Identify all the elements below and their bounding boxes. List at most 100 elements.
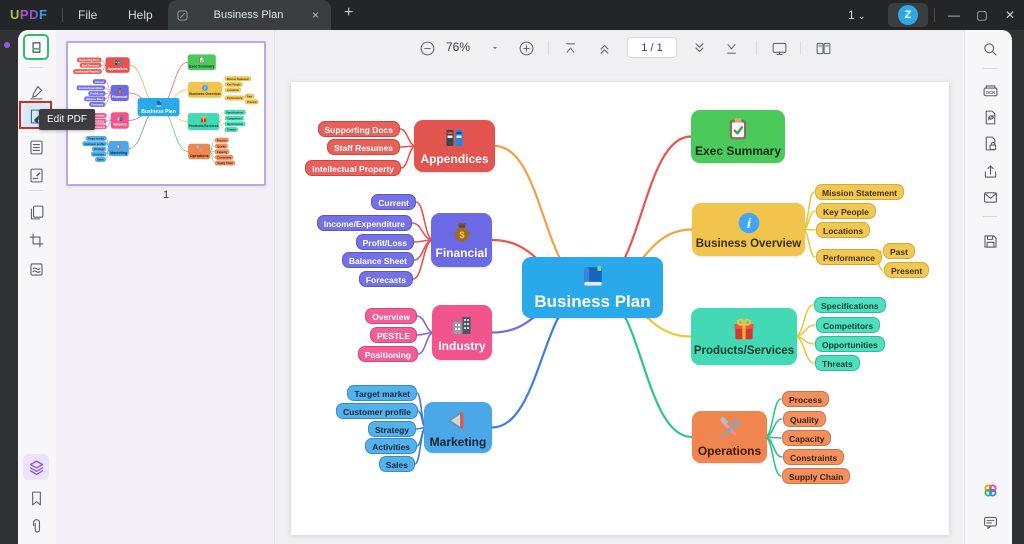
mindmap-subnode[interactable]: Specifications [224, 109, 246, 115]
mindmap-node-marketing[interactable]: Marketing [108, 141, 129, 157]
close-button[interactable]: ✕ [1004, 8, 1016, 22]
mindmap-subnode[interactable]: Supply Chain [214, 160, 236, 166]
mindmap-subnode[interactable]: Process [214, 137, 229, 143]
minimize-button[interactable]: — [948, 8, 960, 22]
mindmap-node-products-services[interactable]: Products/Services [187, 113, 220, 131]
page-indicator-input[interactable]: 1 / 1 [627, 37, 677, 58]
mindmap-subnode[interactable]: Staff Resumes [326, 139, 400, 155]
mindmap-node-industry[interactable]: Industry [432, 305, 492, 360]
mindmap-subnode[interactable]: Income/Expenditure [76, 85, 105, 91]
tab-close-icon[interactable]: × [311, 8, 319, 22]
mindmap-subnode[interactable]: Customer profile [82, 141, 107, 147]
mindmap-node-operations[interactable]: Operations [692, 411, 767, 463]
protect-icon[interactable] [977, 130, 1003, 156]
share-icon[interactable] [977, 158, 1003, 184]
previous-page-icon[interactable] [593, 38, 615, 58]
mindmap-subnode[interactable]: Activities [365, 438, 417, 454]
mindmap-subnode[interactable]: Current [371, 194, 416, 210]
last-page-icon[interactable] [720, 38, 742, 58]
mindmap-subnode[interactable]: Overview [365, 308, 417, 324]
crop-icon[interactable] [23, 227, 49, 253]
organize-pages-icon[interactable] [23, 134, 49, 160]
mindmap-subnode[interactable]: Forecasts [89, 102, 106, 107]
mindmap-subnode[interactable]: Income/Expenditure [316, 215, 412, 231]
mindmap-node-exec-summary[interactable]: Exec Summary [691, 110, 785, 163]
ocr-icon[interactable]: OCR [977, 78, 1003, 104]
zoom-level[interactable]: 76% [446, 40, 471, 54]
mail-icon[interactable] [977, 184, 1003, 210]
mindmap-subnode[interactable]: Target market [347, 385, 417, 401]
mindmap-subnode[interactable]: Supporting Docs [317, 121, 400, 137]
mindmap-subnode[interactable]: Threats [815, 355, 860, 371]
mindmap-subnode[interactable]: Constraints [215, 154, 234, 160]
mindmap-subnode[interactable]: Supporting Docs [76, 57, 102, 63]
mindmap-node-products-services[interactable]: Products/Services [691, 308, 797, 365]
new-tab-button[interactable]: + [344, 4, 354, 21]
mindmap-node-appendices[interactable]: Appendices [414, 120, 495, 172]
first-page-icon[interactable] [559, 38, 581, 58]
mindmap-subnode[interactable]: Balance Sheet [84, 96, 106, 102]
mindmap-subnode[interactable]: Strategy [367, 421, 416, 437]
bookmark-icon[interactable] [23, 485, 49, 511]
mindmap-node-industry[interactable]: Industry [110, 112, 129, 129]
mindmap-subnode[interactable]: Present [245, 99, 259, 105]
annotate-icon[interactable] [23, 79, 49, 105]
layers-icon[interactable] [23, 454, 49, 480]
mindmap-subnode[interactable]: Profit/Loss [88, 91, 106, 96]
save-icon[interactable] [977, 228, 1003, 254]
mindmap-subnode[interactable]: Forecasts [358, 271, 413, 287]
mindmap-subnode[interactable]: Performance [224, 95, 245, 101]
mindmap-subnode[interactable]: Opportunities [815, 336, 885, 352]
mindmap-subnode[interactable]: Locations [224, 87, 242, 93]
mindmap-node-financial[interactable]: $Financial [431, 213, 492, 267]
convert-icon[interactable] [977, 104, 1003, 130]
mindmap-subnode[interactable]: Balance Sheet [341, 252, 414, 268]
mindmap-subnode[interactable]: Intellectual Property [73, 69, 102, 74]
mindmap-node-exec-summary[interactable]: Exec Summary [187, 54, 216, 71]
mindmap-subnode[interactable]: Performance [816, 249, 882, 265]
mindmap-subnode[interactable]: Mission Statement [815, 184, 905, 200]
mindmap-node-financial[interactable]: $Financial [110, 84, 129, 101]
mindmap-subnode[interactable]: Constraints [783, 449, 845, 465]
feedback-icon[interactable] [977, 509, 1003, 535]
mindmap-subnode[interactable]: Locations [816, 222, 871, 238]
maximize-button[interactable]: ▢ [976, 8, 988, 22]
mindmap-subnode[interactable]: Specifications [814, 297, 886, 313]
mindmap-node-business-plan[interactable]: Business Plan [137, 97, 180, 117]
mindmap-subnode[interactable]: Key People [224, 81, 243, 87]
mindmap-node-business-plan[interactable]: Business Plan [522, 257, 663, 318]
mindmap-subnode[interactable]: Past [883, 243, 915, 259]
menu-help[interactable]: Help [128, 8, 153, 22]
mindmap-subnode[interactable]: Current [92, 79, 107, 85]
mindmap-node-marketing[interactable]: Marketing [424, 402, 492, 453]
mindmap-subnode[interactable]: PESTLE [369, 327, 417, 343]
menu-file[interactable]: File [78, 8, 98, 22]
mindmap-subnode[interactable]: Sales [95, 157, 106, 162]
mindmap-subnode[interactable]: Quality [215, 143, 228, 149]
mindmap-subnode[interactable]: Capacity [782, 430, 832, 446]
mindmap-subnode[interactable]: Sales [378, 456, 415, 472]
mindmap-subnode[interactable]: Supply Chain [782, 468, 851, 484]
presentation-icon[interactable] [768, 38, 790, 58]
account-button[interactable]: Z [888, 3, 928, 27]
mindmap-subnode[interactable]: Process [782, 391, 830, 407]
mindmap-subnode[interactable]: Customer profile [335, 403, 418, 419]
mindmap-subnode[interactable]: Mission Statement [224, 76, 252, 82]
zoom-caret-icon[interactable] [484, 38, 506, 58]
mindmap-subnode[interactable]: Target market [85, 135, 107, 141]
search-icon[interactable] [977, 36, 1003, 62]
page-tools-icon[interactable] [23, 199, 49, 225]
mindmap-subnode[interactable]: Intellectual Property [305, 160, 401, 176]
sign-icon[interactable] [23, 162, 49, 188]
watermark-icon[interactable] [23, 256, 49, 282]
mindmap-subnode[interactable]: Past [244, 93, 255, 99]
ai-assistant-icon[interactable] [977, 477, 1003, 503]
tab-count-dropdown[interactable]: 1 ⌄ [848, 8, 866, 22]
zoom-in-icon[interactable] [515, 38, 537, 58]
mindmap-subnode[interactable]: Staff Resumes [79, 62, 102, 68]
mindmap-subnode[interactable]: Competitors [224, 115, 244, 121]
